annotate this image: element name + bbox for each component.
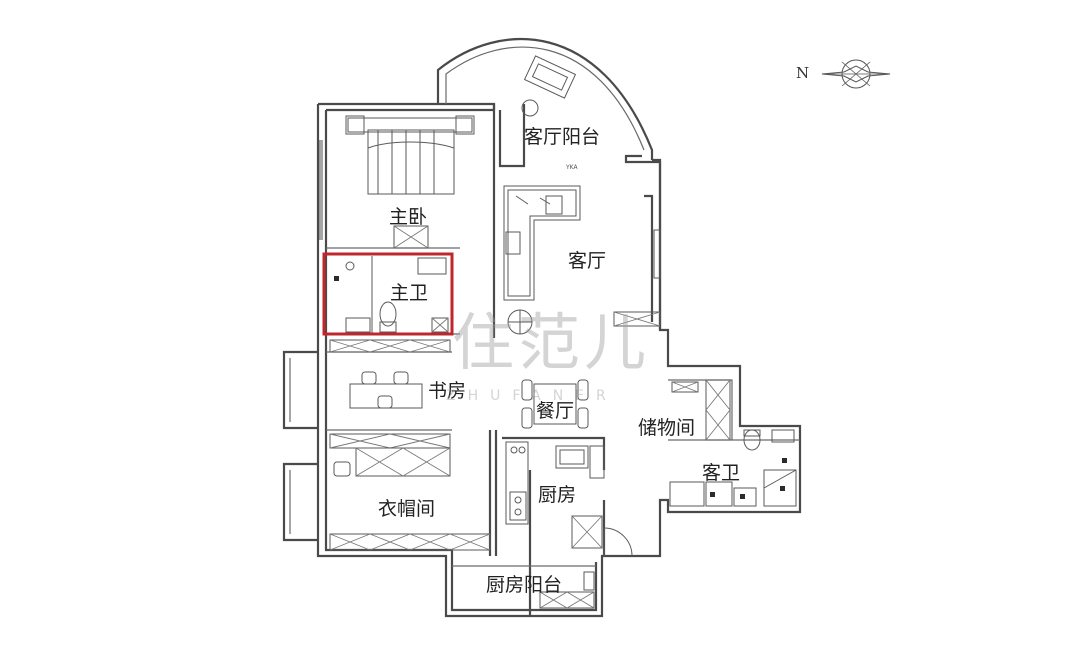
living-sofa	[503, 185, 661, 335]
cloakroom-wardrobes	[329, 433, 491, 551]
watermark-logo: 住范儿	[452, 306, 651, 379]
kitchen-fixtures	[505, 441, 633, 557]
room-label-master-bath: 主卫	[390, 282, 429, 304]
master-bed	[345, 115, 475, 249]
master-bath-highlight	[322, 252, 454, 336]
small-mark-text: YKA	[566, 164, 578, 171]
west-bay-windows	[282, 140, 323, 542]
study-furniture	[329, 339, 451, 409]
kitchen-balcony-fixtures	[539, 571, 595, 609]
room-label-guest-bath: 客卫	[702, 462, 741, 484]
room-label-dining: 餐厅	[536, 400, 575, 422]
room-label-study: 书房	[428, 380, 467, 402]
compass-icon	[821, 59, 891, 89]
storage-shelves	[671, 379, 731, 441]
outer-walls	[316, 37, 802, 618]
master-bath-fixtures	[334, 256, 449, 334]
room-label-living-balcony: 客厅阳台	[524, 126, 601, 148]
room-label-kitchen-balcony: 厨房阳台	[486, 574, 563, 596]
room-label-master-bedroom: 主卧	[389, 206, 428, 228]
dining-table	[521, 379, 589, 429]
room-label-cloakroom: 衣帽间	[378, 498, 436, 520]
room-label-storage: 储物间	[638, 417, 696, 439]
compass-north-label: N	[796, 64, 810, 82]
balcony-chair	[521, 55, 577, 117]
room-label-living-room: 客厅	[568, 250, 607, 272]
room-label-kitchen: 厨房	[538, 484, 577, 506]
watermark-letters: ZHUFANER	[446, 388, 618, 404]
guest-bath-fixtures	[669, 429, 797, 507]
